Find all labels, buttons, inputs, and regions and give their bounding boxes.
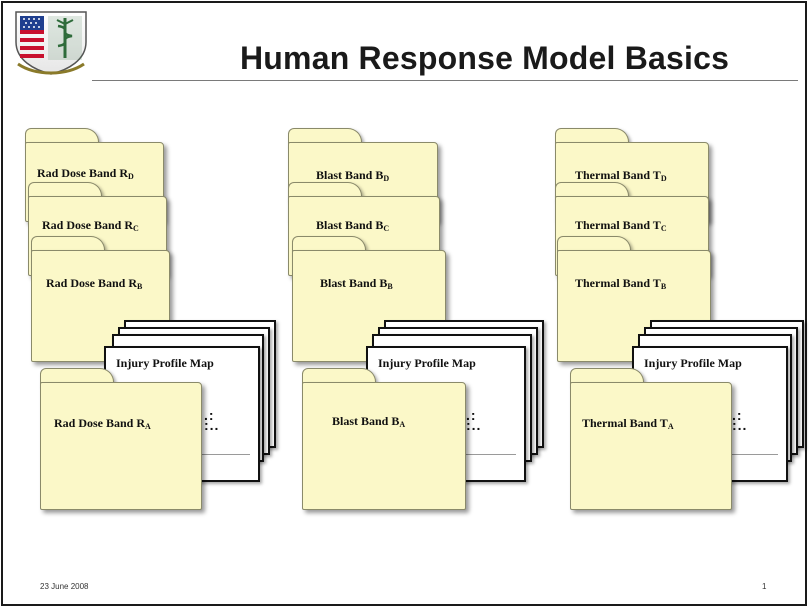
army-medical-shield-icon	[15, 11, 87, 75]
map-title: Injury Profile Map	[644, 356, 742, 370]
slide-title: Human Response Model Basics	[240, 40, 730, 76]
footer-date: 23 June 2008	[40, 582, 89, 591]
map-title: Injury Profile Map	[378, 356, 476, 370]
map-marks: .::..	[466, 407, 482, 433]
folder-label: Rad Dose Band RD	[37, 166, 134, 181]
page-number: 1	[762, 582, 767, 591]
folder-label: Blast Band BB	[320, 276, 393, 291]
folder-label: Thermal Band TC	[575, 218, 667, 233]
folder-label: Thermal Band TA	[582, 416, 674, 431]
folder-label: Blast Band BC	[316, 218, 390, 233]
map-marks: .::..	[732, 407, 748, 433]
map-baseline	[198, 454, 250, 455]
folder-label: Rad Dose Band RC	[42, 218, 139, 233]
folder-label: Blast Band BA	[332, 414, 406, 429]
map-baseline	[726, 454, 778, 455]
folder-label: Thermal Band TB	[575, 276, 667, 291]
folder-label: Rad Dose Band RB	[46, 276, 143, 291]
map-baseline	[464, 454, 516, 455]
map-title: Injury Profile Map	[116, 356, 214, 370]
folder-label: Rad Dose Band RA	[54, 416, 151, 431]
folder-label: Thermal Band TD	[575, 168, 667, 183]
folder-label: Blast Band BD	[316, 168, 390, 183]
map-marks: .::..	[204, 407, 220, 433]
title-underline	[92, 80, 798, 81]
